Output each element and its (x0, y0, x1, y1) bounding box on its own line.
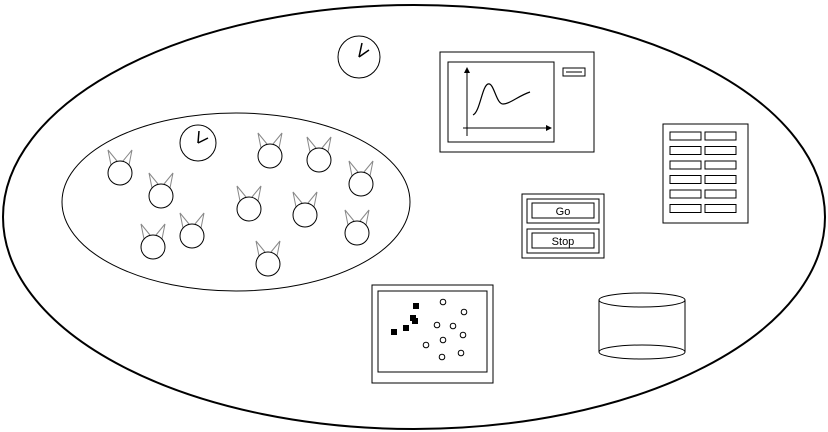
table-cell (705, 205, 736, 213)
scatter-point-filled (403, 325, 409, 331)
agent-icon (345, 210, 369, 245)
go-button[interactable]: Go (527, 199, 599, 223)
table-cell (705, 132, 736, 140)
clock-icon (180, 125, 216, 161)
agent-icon (307, 137, 331, 172)
scatter-point-filled (410, 315, 416, 321)
scatter-point-hollow (450, 323, 456, 329)
agent-icon (141, 224, 165, 259)
scatter-point-filled (391, 329, 397, 335)
control-panel: Go Stop (522, 194, 604, 258)
agent-icon (256, 241, 280, 276)
clock-icon (338, 36, 380, 78)
scatter-point-hollow (458, 350, 464, 356)
stop-button-label: Stop (552, 236, 575, 248)
agent-icon (293, 192, 317, 227)
cylinder-database-icon (599, 293, 685, 359)
go-button-label: Go (556, 206, 571, 218)
scatter-point-hollow (461, 309, 467, 315)
scatter-point-hollow (440, 337, 446, 343)
agent-icon (108, 150, 132, 185)
table-cell (670, 176, 701, 184)
population-ellipse (62, 113, 410, 291)
scatter-point-hollow (439, 354, 445, 360)
scatter-point-hollow (434, 322, 440, 328)
table-cell (705, 190, 736, 198)
table-cell (705, 161, 736, 169)
table-cell (670, 190, 701, 198)
table-cell (670, 205, 701, 213)
agent-group (108, 133, 373, 276)
table-grid (663, 124, 748, 223)
table-cell (705, 176, 736, 184)
table-cell (670, 147, 701, 155)
line-plot-monitor (440, 52, 594, 152)
agent-icon (237, 186, 261, 221)
scatter-point-filled (413, 303, 419, 309)
stop-button[interactable]: Stop (527, 229, 599, 253)
agent-icon (149, 173, 173, 208)
scatter-plot (372, 285, 493, 383)
scatter-point-hollow (423, 342, 429, 348)
agent-icon (349, 161, 373, 196)
agent-icon (180, 213, 204, 248)
table-cell (705, 147, 736, 155)
scatter-point-hollow (440, 299, 446, 305)
agent-icon (258, 133, 282, 168)
table-cell (670, 161, 701, 169)
table-cell (670, 132, 701, 140)
scatter-point-hollow (460, 332, 466, 338)
